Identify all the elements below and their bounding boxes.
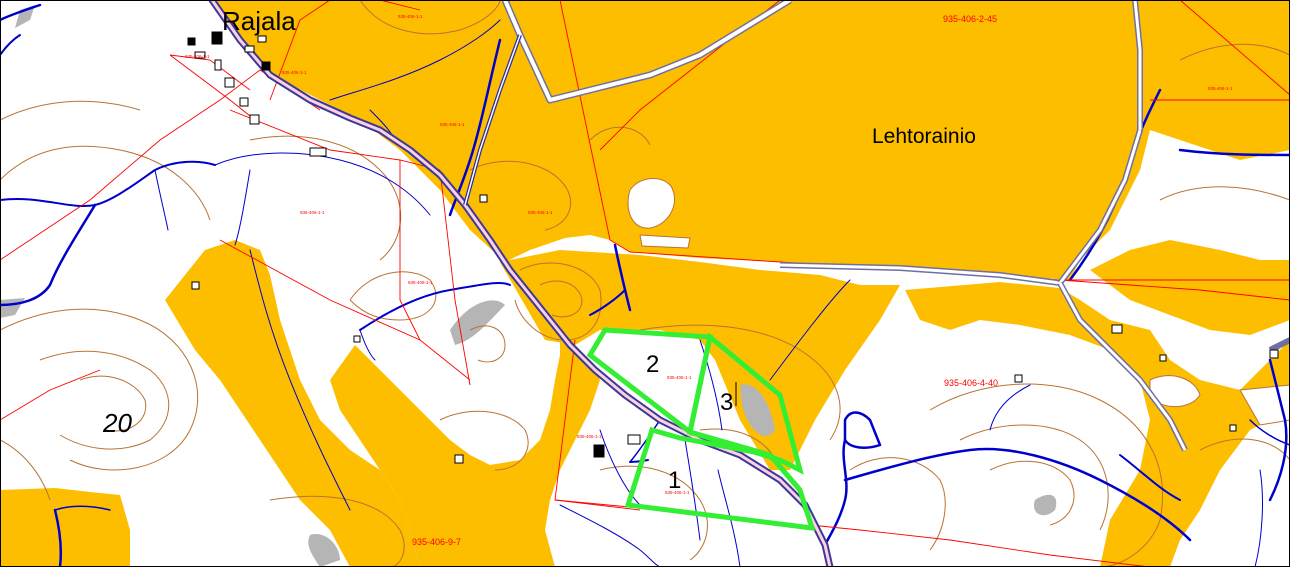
parcel-id-labels: 935-406-2-45 935-406-4-40 935-406-9-7: [412, 14, 998, 547]
area-number-1: 1: [668, 467, 681, 494]
place-name-rajala: Rajala: [222, 6, 296, 36]
contour-elevation-label: 20: [102, 408, 132, 438]
parcel-id-south: 935-406-9-7: [412, 537, 461, 547]
small-code-5: 935-406-1-1: [300, 210, 325, 215]
area-number-3: 3: [720, 389, 733, 416]
area-number-2: 2: [646, 351, 659, 378]
small-code-6: 935-406-1-1: [528, 210, 553, 215]
small-code-1: 935-406-1-1: [398, 14, 423, 19]
small-code-3: 935-406-1-1: [282, 70, 307, 75]
area-numbers: 2 3 1: [646, 351, 733, 494]
small-code-7: 935-406-1-1: [408, 280, 433, 285]
small-parcel-codes: 935-406-1-1 935-406-1-1 935-406-1-1 935-…: [185, 14, 1233, 495]
road: [208, 0, 834, 567]
small-code-11: 935-406-1-1: [1208, 86, 1233, 91]
clearings: [520, 20, 1290, 426]
small-code-9: 935-406-1-1: [577, 434, 602, 439]
place-name-lehtorainio: Lehtorainio: [872, 125, 976, 148]
small-code-10: 935-406-1-1: [665, 490, 690, 495]
place-names: Rajala Lehtorainio: [222, 6, 976, 148]
highlight-areas[interactable]: [586, 327, 816, 531]
small-code-8: 935-406-1-1: [667, 375, 692, 380]
parcel-id-east: 935-406-4-40: [944, 378, 998, 388]
buildings: [187, 31, 1279, 464]
small-code-4: 935-406-1-1: [440, 122, 465, 127]
small-code-2: 935-406-1-1: [185, 54, 210, 59]
parcel-id-top-right: 935-406-2-45: [943, 14, 997, 24]
double-line-boundaries: [463, 0, 1290, 452]
area-3-outline[interactable]: [687, 332, 804, 475]
